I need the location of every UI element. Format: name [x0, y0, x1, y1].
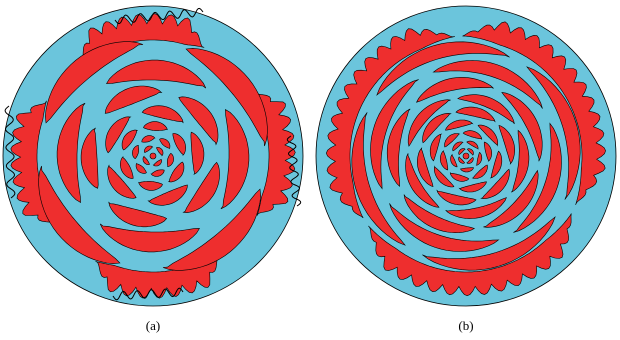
- ring-segment: [475, 151, 483, 166]
- ring-segment: [445, 119, 474, 131]
- ring-segment: [405, 153, 440, 208]
- ring-segment: [480, 168, 510, 200]
- ring-segment: [389, 203, 500, 252]
- ring-segment: [351, 112, 406, 246]
- ring-segment: [190, 131, 205, 176]
- ring-segment: [135, 162, 147, 174]
- ring-segment: [166, 153, 174, 167]
- ring-segment: [477, 124, 498, 147]
- ring-segment: [99, 223, 201, 253]
- ring-segment: [38, 165, 121, 265]
- ring-segment: [147, 184, 188, 206]
- ring-segment: [386, 108, 411, 188]
- ring-segment: [141, 135, 156, 143]
- ring-segment: [185, 47, 268, 147]
- ring-segment: [445, 197, 507, 219]
- ring-segment: [144, 145, 154, 153]
- ring-segment: [162, 188, 262, 271]
- ring-segment: [56, 102, 86, 204]
- ring-segment: [422, 216, 556, 271]
- ring-segment: [440, 150, 449, 171]
- ring-segment: [167, 161, 185, 183]
- ring-segment: [459, 167, 475, 173]
- ring-segment: [220, 108, 250, 210]
- ring-segment: [513, 122, 562, 233]
- ring-segment: [483, 169, 539, 228]
- center-dot: [149, 152, 157, 160]
- ring-segment: [498, 124, 516, 165]
- ring-segment: [466, 148, 474, 156]
- ring-segment: [150, 169, 165, 177]
- ring-segment: [108, 201, 168, 228]
- ring-segment: [436, 189, 477, 206]
- ring-segment: [156, 147, 164, 157]
- ring-segment: [462, 130, 483, 141]
- ring-segment: [429, 133, 443, 162]
- ring-segment: [452, 141, 464, 152]
- ring-segment: [471, 164, 488, 179]
- ring-segment: [403, 194, 476, 234]
- ring-segment: [105, 59, 207, 89]
- ring-segment: [172, 133, 187, 156]
- ring-segment: [119, 156, 134, 179]
- ring-segment: [370, 79, 419, 190]
- ring-segment: [511, 129, 530, 193]
- outer-jagged-band: [325, 28, 455, 219]
- ring-segment: [444, 133, 461, 148]
- ring-segment: [483, 141, 492, 162]
- ring-segment: [105, 116, 132, 154]
- ring-segment: [132, 145, 140, 159]
- ring-segment: [458, 156, 466, 164]
- outer-jagged-band: [462, 21, 606, 206]
- ring-segment: [526, 66, 581, 200]
- ring-segment: [489, 150, 503, 179]
- ring-segment: [178, 96, 219, 146]
- ring-segment: [457, 94, 515, 125]
- ring-segment: [466, 140, 479, 150]
- ring-segment: [121, 129, 139, 151]
- panel-a-caption: (a): [146, 318, 160, 333]
- ring-segment: [143, 121, 168, 131]
- panel-b-caption: (b): [458, 318, 473, 333]
- ring-segment: [434, 165, 455, 188]
- antenna-line: [4, 105, 16, 199]
- panel-b: [315, 5, 617, 307]
- ring-segment: [376, 41, 510, 96]
- ring-segment: [450, 153, 458, 168]
- ring-segment: [449, 171, 470, 182]
- ring-segment: [182, 161, 220, 214]
- ring-segment: [159, 138, 171, 150]
- antenna-line: [114, 7, 204, 25]
- ring-segment: [104, 85, 163, 114]
- ring-segment: [416, 147, 434, 188]
- ring-segment: [458, 148, 466, 156]
- ring-segment: [432, 60, 543, 109]
- center-dot: [462, 152, 470, 160]
- ring-segment: [415, 77, 494, 103]
- ring-segment: [152, 159, 162, 167]
- ring-segment: [141, 105, 184, 124]
- ring-segment: [138, 181, 163, 191]
- ring-segment: [501, 91, 543, 162]
- ring-segment: [466, 156, 474, 164]
- ring-segment: [458, 181, 487, 193]
- ring-segment: [422, 112, 452, 144]
- antenna-line: [286, 135, 302, 207]
- ring-segment: [107, 164, 137, 199]
- outer-jagged-band: [368, 213, 572, 297]
- ring-segment: [80, 127, 99, 189]
- ring-segment: [455, 106, 496, 123]
- ring-segment: [44, 41, 144, 124]
- antenna-line: [112, 287, 184, 301]
- ring-segment: [407, 99, 451, 147]
- panel-a: [2, 5, 304, 307]
- ring-segment: [142, 155, 150, 165]
